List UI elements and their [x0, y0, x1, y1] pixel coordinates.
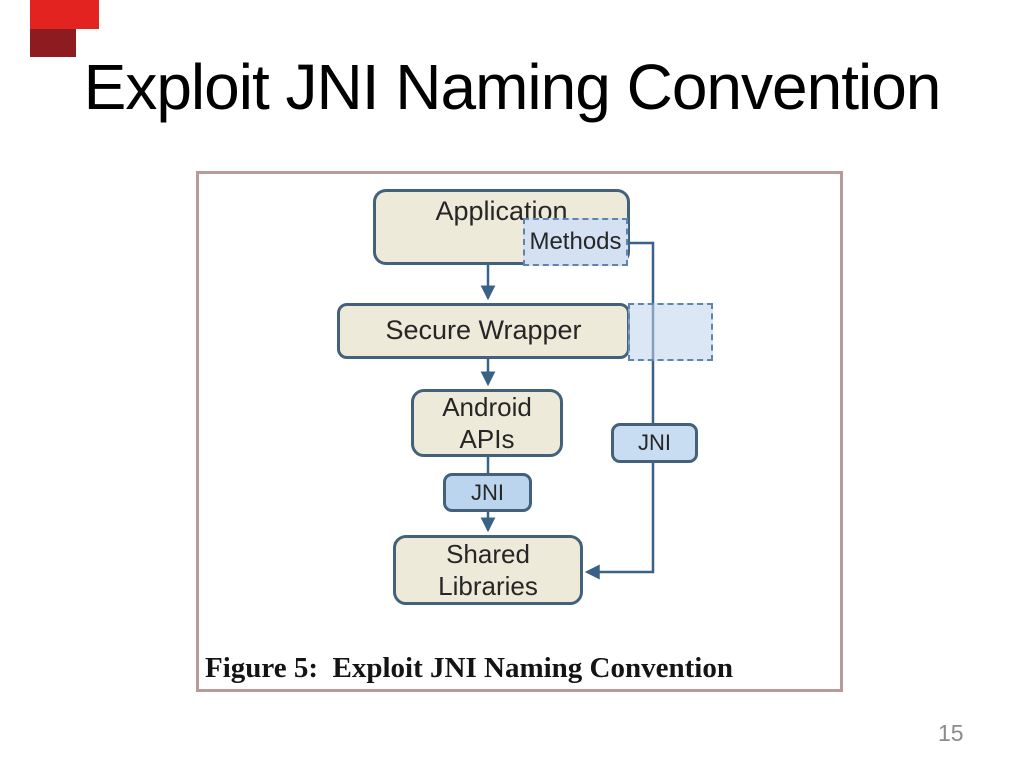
- node-jni-left: JNI: [443, 473, 532, 512]
- arrow-methods-to-shared: [584, 241, 655, 580]
- node-jni-right: JNI: [611, 423, 698, 463]
- figure-caption: Figure 5: Exploit JNI Naming Convention: [205, 652, 733, 684]
- page-number: 15: [938, 720, 964, 746]
- node-shared-libraries: Shared Libraries: [393, 535, 583, 605]
- slide-title: Exploit JNI Naming Convention: [83, 51, 942, 123]
- corner-accent-secondary: [30, 29, 76, 57]
- corner-accent-primary: [30, 0, 99, 29]
- connector-lines: [480, 241, 655, 580]
- node-android-apis: Android APIs: [411, 389, 563, 457]
- node-dashed-extension: [628, 303, 713, 361]
- node-methods: Methods: [523, 218, 628, 266]
- figure-frame: Application Secure Wrapper Android APIs …: [196, 171, 843, 692]
